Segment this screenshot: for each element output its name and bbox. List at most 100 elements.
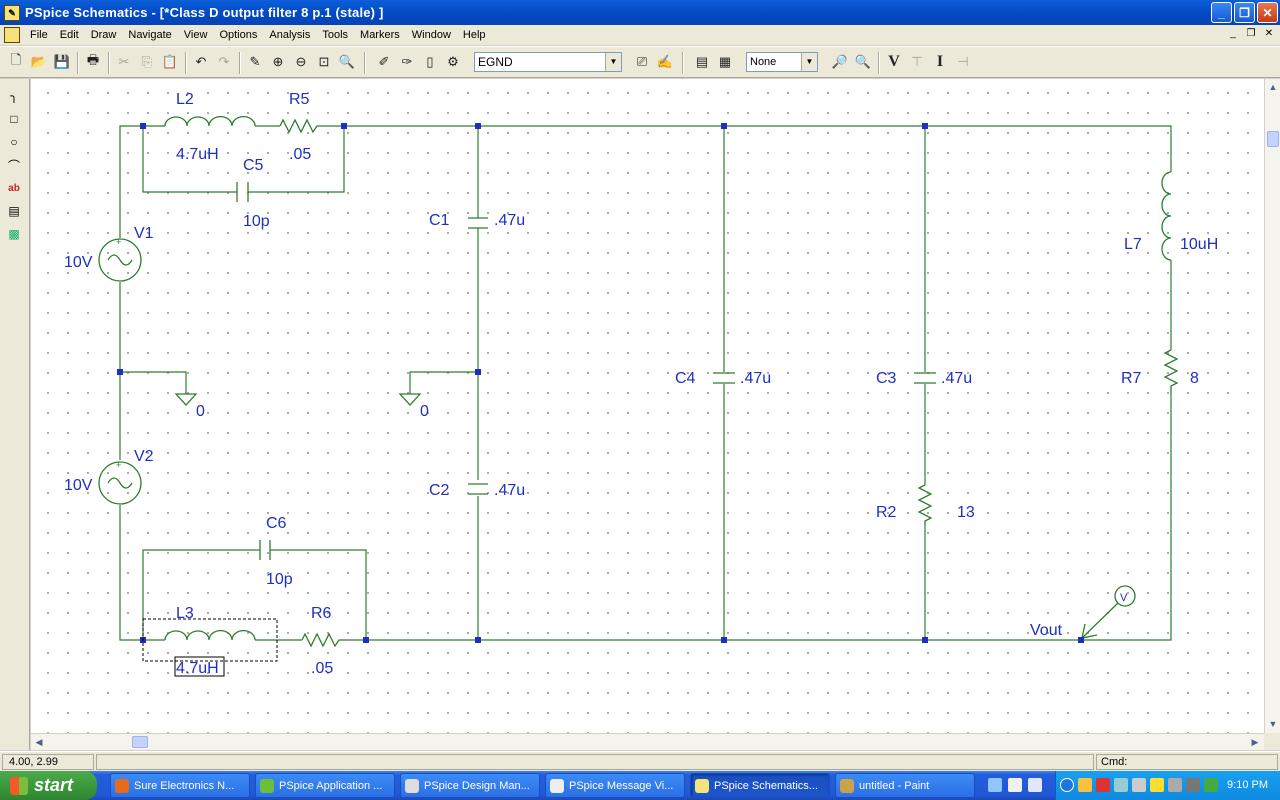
vertical-scroll-thumb[interactable] — [1267, 131, 1279, 147]
probe-all-icon[interactable]: 🔍 — [854, 54, 872, 69]
copy-icon[interactable]: ⎘ — [141, 54, 153, 69]
power-marker-icon[interactable]: ⊣ — [957, 54, 969, 69]
zoom-in-icon[interactable]: ⊕ — [272, 54, 284, 69]
resistor-R6 — [301, 632, 342, 648]
cut-icon[interactable]: ✂ — [118, 54, 130, 69]
task-pspice-design-manager[interactable]: PSpice Design Man... — [400, 773, 540, 798]
edit-attributes-icon[interactable]: ⎚ — [636, 54, 648, 69]
shield-icon[interactable] — [1078, 778, 1092, 792]
source-V2 — [98, 461, 142, 505]
new-icon[interactable]: 🗋 — [10, 52, 22, 67]
menu-analysis[interactable]: Analysis — [269, 29, 311, 41]
menu-draw[interactable]: Draw — [90, 29, 117, 41]
draw-bus-icon[interactable]: ✑ — [401, 54, 413, 69]
speaker-icon[interactable] — [1132, 778, 1146, 792]
menu-view[interactable]: View — [183, 29, 208, 41]
zoom-combo[interactable]: None ▼ — [746, 52, 818, 72]
menu-navigate[interactable]: Navigate — [128, 29, 172, 41]
scroll-down-icon[interactable]: ▼ — [1268, 719, 1278, 729]
task-pspice-message-viewer[interactable]: PSpice Message Vi... — [545, 773, 685, 798]
open-icon[interactable]: 📂 — [30, 54, 48, 69]
value-L2: 4.7uH — [176, 146, 219, 163]
horizontal-scrollbar[interactable]: ◀ ▶ — [31, 733, 1264, 750]
doc-close-button[interactable]: ✕ — [1264, 28, 1274, 39]
edit-symbol-icon[interactable]: ✍ — [656, 54, 674, 69]
polyline-tool-icon[interactable]: ⌒ — [7, 158, 20, 173]
doc-minimize-button[interactable]: _ — [1230, 28, 1236, 39]
scroll-up-icon[interactable]: ▲ — [1268, 82, 1278, 92]
network-icon[interactable] — [1114, 778, 1128, 792]
task-pspice-application[interactable]: PSpice Application ... — [255, 773, 395, 798]
monitor-icon[interactable] — [1168, 778, 1182, 792]
start-button[interactable]: start — [0, 771, 97, 800]
undo-icon[interactable]: ↶ — [195, 54, 207, 69]
voltage-marker-button[interactable]: V — [888, 53, 900, 70]
schematic-drawing: ++ L2 4.7uH — [64, 91, 1218, 677]
minimize-button[interactable]: _ — [1211, 2, 1232, 23]
menu-file[interactable]: File — [30, 29, 48, 41]
menu-help[interactable]: Help — [462, 29, 486, 41]
close-button[interactable]: ✕ — [1257, 2, 1278, 23]
menu-window[interactable]: Window — [411, 29, 451, 41]
document-icon[interactable] — [4, 27, 20, 43]
chrome-icon — [260, 778, 274, 793]
circle-tool-icon[interactable]: ○ — [10, 135, 18, 149]
save-icon[interactable]: 💾 — [53, 54, 71, 69]
help-icon[interactable] — [1028, 778, 1042, 792]
tray-app-icon[interactable] — [1204, 778, 1218, 792]
task-pspice-schematics[interactable]: PSpice Schematics... — [690, 773, 830, 798]
selected-value-box — [174, 656, 225, 677]
resistor-R2 — [917, 484, 933, 525]
zoom-area-icon[interactable]: ⊡ — [318, 54, 330, 69]
current-marker-button[interactable]: I — [936, 53, 944, 70]
redraw-icon[interactable]: ✎ — [249, 54, 261, 69]
maximize-button[interactable]: ❐ — [1234, 2, 1255, 23]
task-paint[interactable]: untitled - Paint — [835, 773, 975, 798]
get-part-icon[interactable]: ⚙ — [447, 54, 459, 69]
voltage-diff-marker-icon[interactable]: ⊤ — [911, 54, 923, 69]
vertical-scrollbar[interactable]: ▲ ▼ — [1264, 79, 1280, 733]
paste-icon[interactable]: 📋 — [161, 54, 179, 69]
task-sure-electronics[interactable]: Sure Electronics N... — [110, 773, 250, 798]
ref-C4: C4 — [675, 370, 696, 387]
block-icon[interactable]: ▯ — [426, 54, 434, 69]
command-field[interactable]: Cmd: — [1096, 754, 1278, 770]
text-box-tool-icon[interactable]: ▤ — [8, 204, 20, 218]
wires — [119, 125, 1172, 641]
ground-symbol-2 — [398, 393, 422, 406]
value-L7: 10uH — [1180, 236, 1218, 253]
scroll-right-icon[interactable]: ▶ — [1251, 736, 1259, 747]
tray-expand-icon[interactable] — [1060, 778, 1074, 792]
antivirus-icon[interactable] — [1096, 778, 1110, 792]
quicklaunch-pen-icon[interactable] — [988, 778, 1002, 792]
insert-picture-icon[interactable]: ▩ — [8, 227, 20, 241]
draw-wire-icon[interactable]: ✐ — [378, 54, 390, 69]
setup-analysis-icon[interactable]: ▤ — [695, 54, 709, 69]
component-symbols — [98, 116, 1179, 648]
device-icon[interactable] — [1186, 778, 1200, 792]
capacitor-C1 — [468, 217, 488, 229]
menu-tools[interactable]: Tools — [322, 29, 349, 41]
chevron-down-icon[interactable]: ▼ — [801, 53, 817, 71]
doc-restore-button[interactable]: ❐ — [1246, 28, 1256, 39]
menu-edit[interactable]: Edit — [59, 29, 79, 41]
messenger-icon[interactable] — [1150, 778, 1164, 792]
schematic-canvas[interactable]: ++ L2 4.7uH — [31, 79, 1264, 733]
ref-C2: C2 — [429, 482, 450, 499]
scroll-left-icon[interactable]: ◀ — [35, 736, 43, 747]
zoom-fit-icon[interactable]: 🔍 — [338, 54, 356, 69]
arc-tool-icon[interactable]: ╮ — [10, 89, 18, 103]
zoom-out-icon[interactable]: ⊖ — [295, 54, 307, 69]
menu-markers[interactable]: Markers — [360, 29, 400, 41]
quicklaunch-doc-icon[interactable] — [1008, 778, 1022, 792]
horizontal-scroll-thumb[interactable] — [132, 736, 148, 748]
chevron-down-icon[interactable]: ▼ — [605, 53, 621, 71]
simulate-icon[interactable]: ▦ — [718, 54, 732, 69]
redo-icon[interactable]: ↷ — [218, 54, 230, 69]
text-tool-icon[interactable]: ab — [8, 182, 20, 194]
print-icon[interactable]: 🖶 — [86, 52, 100, 67]
box-tool-icon[interactable]: □ — [10, 112, 18, 126]
probe-icon[interactable]: 🔎 — [831, 54, 849, 69]
menu-options[interactable]: Options — [219, 29, 258, 41]
part-combo[interactable]: EGND ▼ — [474, 52, 622, 72]
